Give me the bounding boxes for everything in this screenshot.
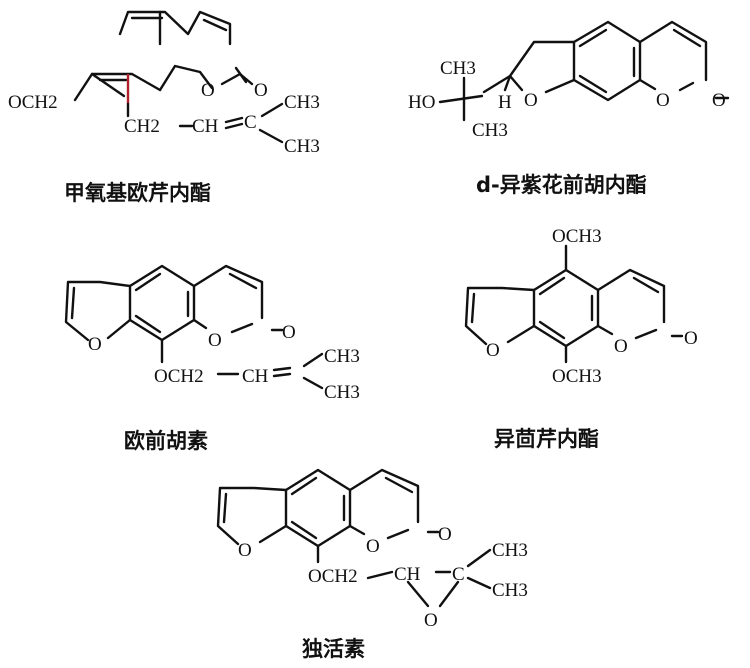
atom-o-lactone: O	[208, 330, 222, 351]
atom-ch3-bottom: CH3	[324, 382, 360, 403]
atom-o-furan: O	[88, 334, 102, 355]
compound-name: 甲氧基欧芹内酯	[64, 181, 211, 205]
atom-ch3-top: CH3	[324, 346, 360, 367]
compound-name: 欧前胡素	[124, 429, 208, 453]
atom-o-lactone: O	[366, 536, 380, 557]
atom-ch3-top: CH3	[440, 58, 476, 79]
atom-o-carbonyl: O	[438, 524, 452, 545]
atom-ch3-top: CH3	[284, 92, 320, 113]
atom-o-ring: O	[201, 80, 215, 101]
atom-och2: OCH2	[154, 366, 204, 387]
compound-name: 异茴芹内酯	[494, 427, 599, 451]
atom-ch3-bottom: CH3	[492, 580, 528, 601]
atom-o-epoxide: O	[424, 610, 438, 631]
compound-methoxy-osthenol: OCH2 O O CH2 CH C CH3 CH3 甲氧基欧芹内酯	[8, 10, 320, 205]
atom-o-furan: O	[524, 90, 538, 111]
atom-o-carbonyl: O	[712, 90, 726, 111]
atom-och3-top: OCH3	[552, 226, 602, 247]
atom-ch3-top: CH3	[492, 540, 528, 561]
atom-o-furan: O	[486, 340, 500, 361]
atom-och2: OCH2	[8, 92, 58, 113]
atom-c: C	[244, 112, 257, 133]
compound-imperatorin: O O O OCH2 CH CH3 CH3 欧前胡素	[64, 264, 360, 453]
atom-o-carbonyl: O	[684, 328, 698, 349]
atom-c: C	[452, 564, 465, 585]
atom-o-carbonyl: O	[254, 80, 268, 101]
compound-d-nodakenetin: CH3 HO H CH3 O O O d-异紫花前胡内酯	[408, 20, 730, 197]
atom-ch: CH	[242, 366, 269, 387]
atom-ch3-bottom: CH3	[472, 120, 508, 141]
atom-ch: CH	[394, 564, 421, 585]
atom-och2: OCH2	[308, 566, 358, 587]
atom-och3-bottom: OCH3	[552, 366, 602, 387]
atom-ch2: CH2	[124, 116, 160, 137]
atom-h: H	[498, 92, 512, 113]
atom-o-furan: O	[238, 540, 252, 561]
compound-isopimpinellin: OCH3 O O O OCH3 异茴芹内酯	[464, 226, 698, 451]
compound-name: 独活素	[302, 637, 365, 661]
atom-ho: HO	[408, 92, 435, 113]
atom-o-carbonyl: O	[282, 322, 296, 343]
atom-ch3-bottom: CH3	[284, 136, 320, 157]
atom-ch: CH	[192, 116, 219, 137]
atom-o-lactone: O	[614, 336, 628, 357]
atom-o-lactone: O	[656, 90, 670, 111]
compound-heraclenin: O O O OCH2 CH C CH3 CH3 O 独活素	[216, 468, 528, 661]
compound-name: d-异紫花前胡内酯	[476, 173, 647, 197]
